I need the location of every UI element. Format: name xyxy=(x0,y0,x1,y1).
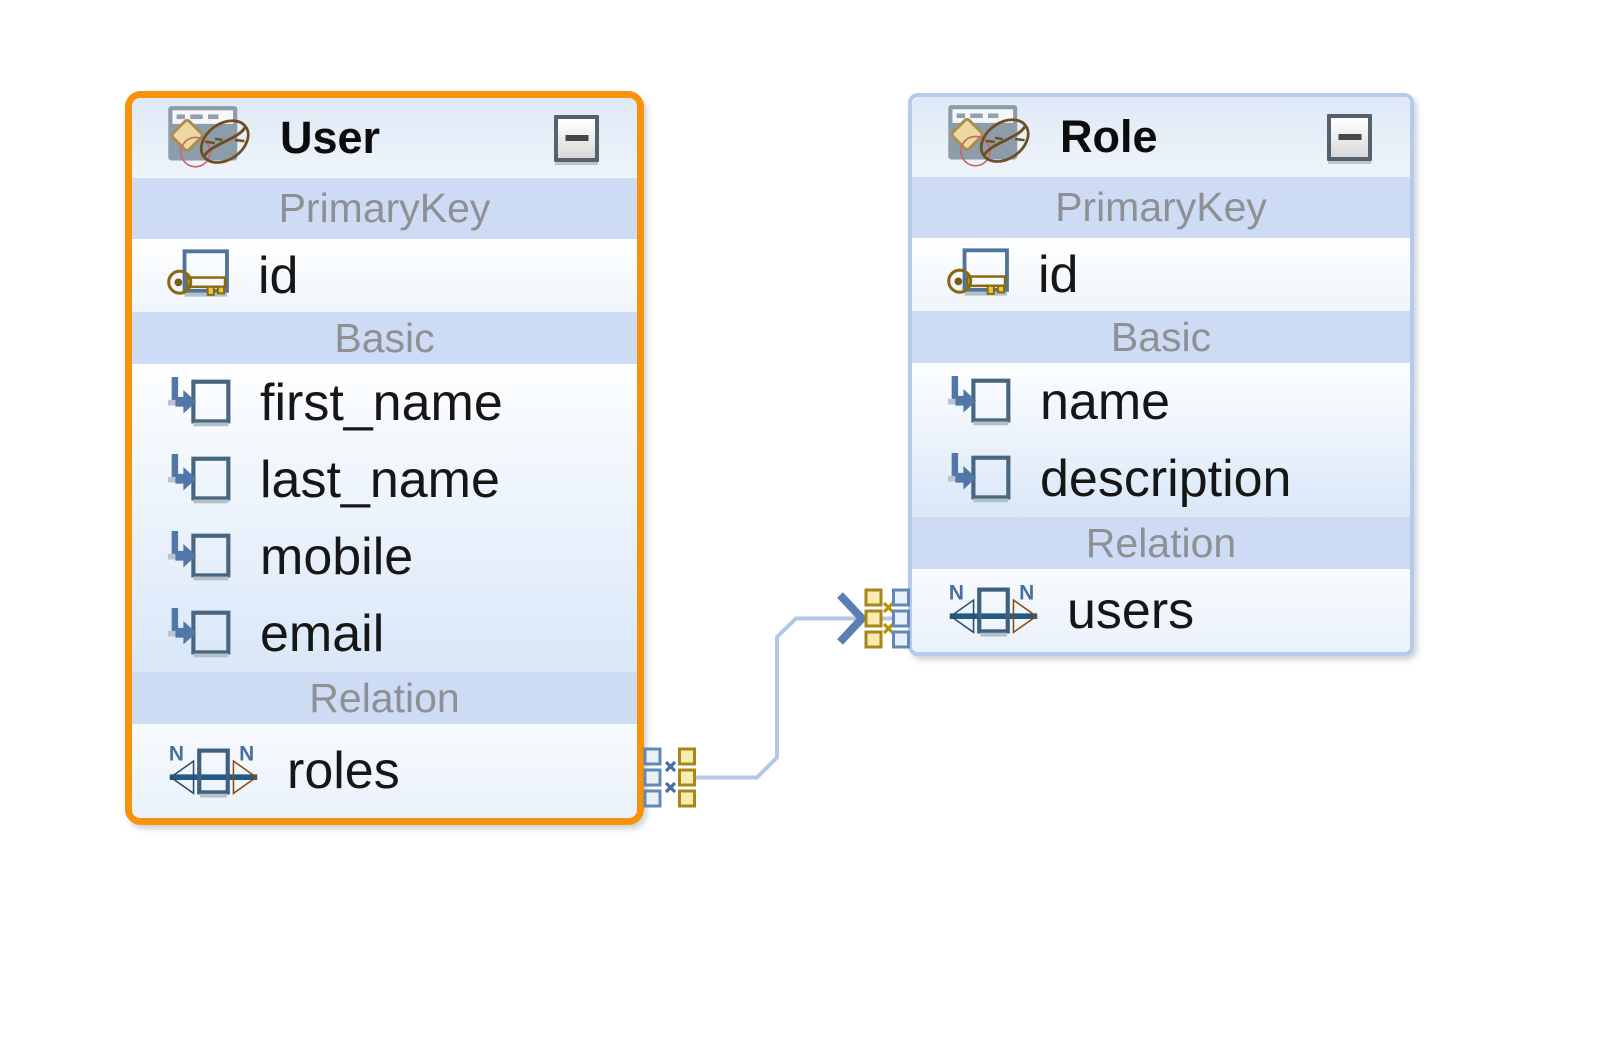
relation-line[interactable] xyxy=(687,616,908,780)
field-label: id xyxy=(1038,245,1079,304)
section-basic: first_name last_name mobile email xyxy=(132,364,637,672)
section-relation: users xyxy=(912,569,1410,652)
entity-title: User xyxy=(280,112,381,163)
minus-icon xyxy=(565,135,588,141)
field-label: last_name xyxy=(260,450,500,509)
field-label: email xyxy=(260,604,385,663)
field-row-id[interactable]: id xyxy=(132,239,637,312)
field-label: roles xyxy=(287,742,400,800)
section-primarykey: id xyxy=(132,239,637,312)
basic-attribute-icon xyxy=(946,452,1014,505)
section-band-basic: Basic xyxy=(132,312,637,364)
field-label: first_name xyxy=(260,373,503,432)
field-row-mobile[interactable]: mobile xyxy=(132,518,637,595)
basic-attribute-icon xyxy=(166,453,234,506)
field-row-email[interactable]: email xyxy=(132,595,637,672)
section-band-basic: Basic xyxy=(912,311,1410,363)
section-primarykey: id xyxy=(912,238,1410,311)
entity-user-header[interactable]: User xyxy=(132,98,637,178)
entity-user[interactable]: User PrimaryKey id Basic first_name last… xyxy=(125,91,644,825)
section-basic: name description xyxy=(912,363,1410,517)
field-row-last-name[interactable]: last_name xyxy=(132,441,637,518)
minus-icon xyxy=(1338,134,1361,140)
many-to-many-icon xyxy=(166,742,261,801)
basic-attribute-icon xyxy=(166,376,234,429)
basic-attribute-icon xyxy=(166,530,234,583)
field-label: name xyxy=(1040,372,1171,431)
primary-key-icon xyxy=(166,249,232,303)
basic-attribute-icon xyxy=(946,375,1014,428)
section-relation: roles xyxy=(132,724,637,818)
relation-end-user-many-marker xyxy=(643,747,696,808)
field-row-roles[interactable]: roles xyxy=(132,724,637,818)
entity-role-header[interactable]: Role xyxy=(912,97,1410,177)
basic-attribute-icon xyxy=(166,607,234,660)
section-band-primarykey: PrimaryKey xyxy=(912,177,1410,238)
field-row-id[interactable]: id xyxy=(912,238,1410,311)
entity-title: Role xyxy=(1060,111,1158,162)
field-row-description[interactable]: description xyxy=(912,440,1410,517)
entity-role[interactable]: Role PrimaryKey id Basic name descriptio… xyxy=(908,93,1414,656)
field-label: users xyxy=(1067,581,1195,640)
field-label: description xyxy=(1040,449,1292,508)
collapse-button[interactable] xyxy=(1327,113,1372,161)
field-row-first-name[interactable]: first_name xyxy=(132,364,637,441)
collapse-button[interactable] xyxy=(554,114,599,162)
many-to-many-icon xyxy=(946,581,1041,640)
field-row-name[interactable]: name xyxy=(912,363,1410,440)
section-band-relation: Relation xyxy=(132,672,637,724)
entity-icon xyxy=(942,103,1034,172)
section-band-relation: Relation xyxy=(912,517,1410,569)
field-label: mobile xyxy=(260,527,414,586)
section-band-primarykey: PrimaryKey xyxy=(132,178,637,239)
field-label: id xyxy=(258,246,299,305)
primary-key-icon xyxy=(946,248,1012,302)
relation-end-role-many-marker xyxy=(837,588,910,649)
entity-icon xyxy=(162,104,254,173)
field-row-users[interactable]: users xyxy=(912,569,1410,652)
